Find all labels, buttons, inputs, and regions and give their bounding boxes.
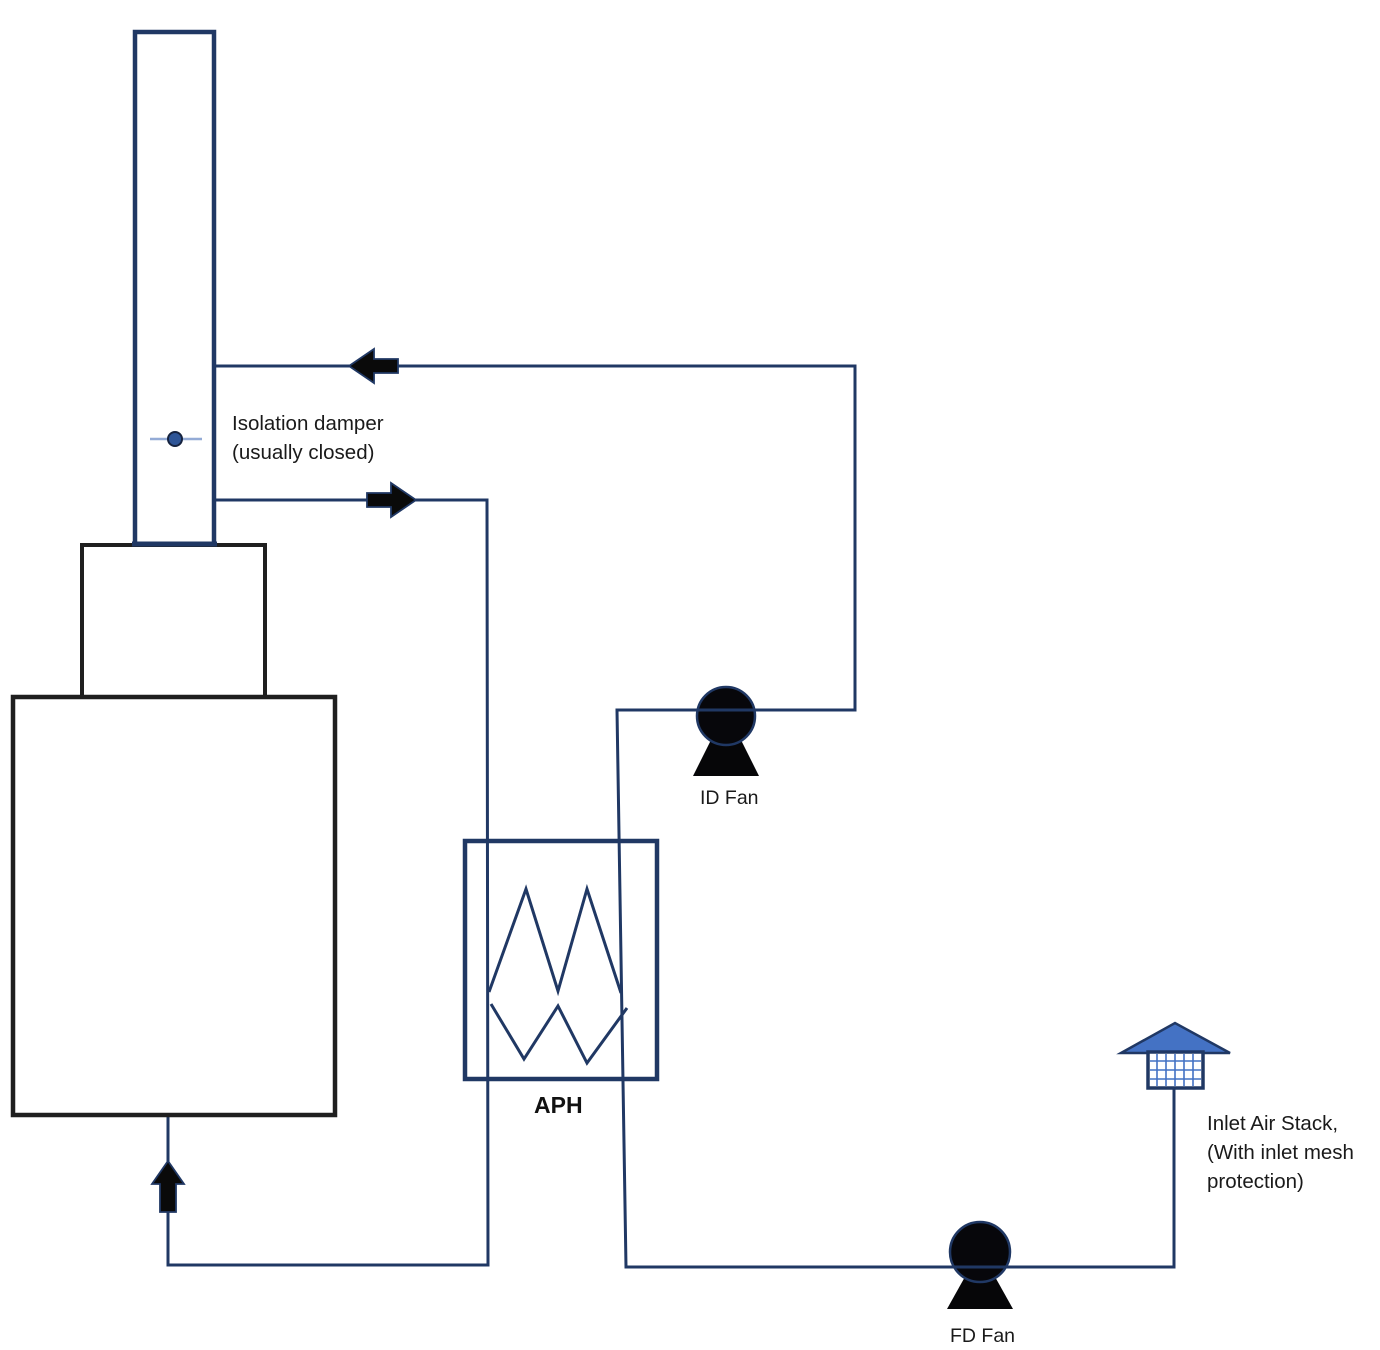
- flow-arrow-up-icon: [150, 1159, 186, 1213]
- exhaust-stack: [132, 29, 217, 547]
- aph-coil-zigzag-upper: [487, 883, 623, 997]
- inlet-mesh-grid: [1150, 1054, 1201, 1086]
- boiler-body: [10, 694, 338, 1118]
- aph-coil-zigzag-lower: [489, 1002, 629, 1066]
- flue-gas-duct-run: [212, 364, 1176, 1269]
- fd-fan-label: FD Fan: [950, 1325, 1015, 1347]
- inlet-air-stack-label-line2: (With inlet mesh: [1207, 1141, 1354, 1164]
- aph-box: [462, 838, 660, 1082]
- damper-disc-icon: [167, 431, 183, 447]
- boiler-upper-section: [80, 543, 267, 699]
- inlet-rain-cap-icon: [1116, 1021, 1231, 1055]
- inlet-air-stack-symbol: [1116, 1021, 1231, 1090]
- fd-fan-icon: [948, 1220, 1012, 1284]
- flow-arrow-right-icon: [366, 481, 418, 519]
- fd-fan-base: [947, 1275, 1013, 1309]
- id-fan-label: ID Fan: [700, 787, 759, 809]
- id-fan-base: [693, 738, 759, 776]
- inlet-air-stack-label-line3: protection): [1207, 1170, 1304, 1193]
- isolation-damper-label-line1: Isolation damper: [232, 412, 384, 435]
- isolation-damper-label-line2: (usually closed): [232, 441, 374, 464]
- id-fan-icon: [695, 685, 757, 747]
- id-fan-symbol: [693, 685, 759, 776]
- isolation-damper-symbol: [150, 431, 202, 447]
- flow-arrow-left-icon: [347, 347, 399, 385]
- inlet-air-stack-label-line1: Inlet Air Stack,: [1207, 1112, 1338, 1135]
- aph-label: APH: [534, 1092, 583, 1118]
